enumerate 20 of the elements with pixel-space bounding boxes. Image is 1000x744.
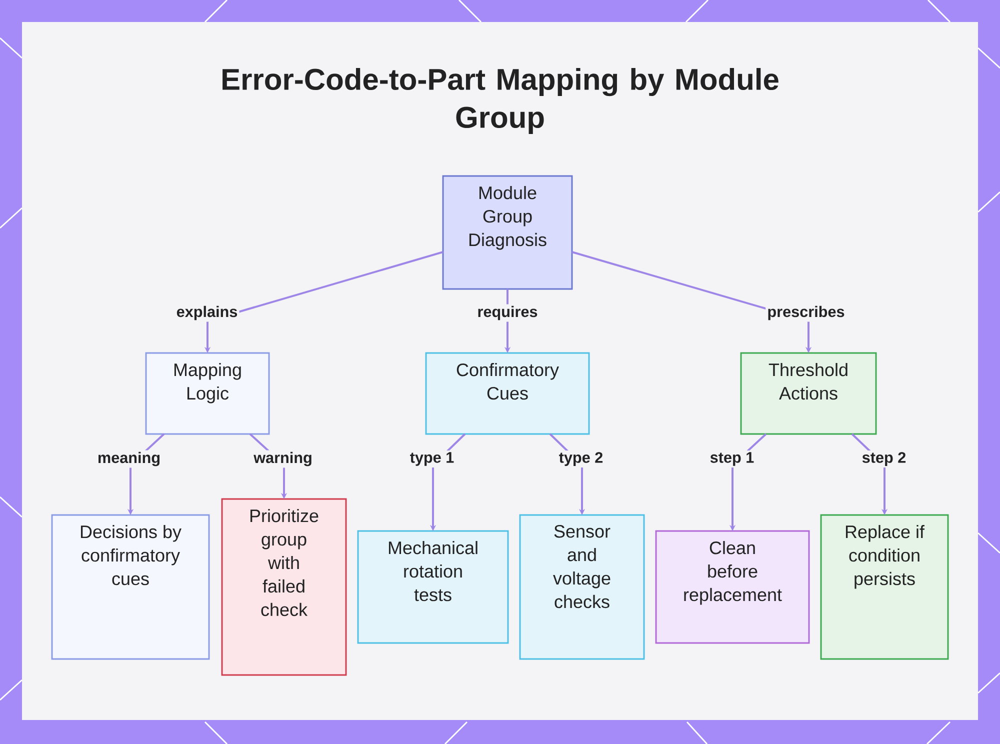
title: Error-Code-to-Part Mapping by Module Group bbox=[222, 68, 778, 134]
edge-label: step 2 bbox=[860, 450, 908, 468]
process-box: Clean before replacement bbox=[655, 530, 810, 644]
process-box: Sensor and voltage checks bbox=[519, 514, 645, 660]
edge-label: meaning bbox=[96, 450, 162, 468]
process-box: Confirmatory Cues bbox=[425, 352, 590, 435]
process-box: Replace if condition persists bbox=[820, 514, 949, 660]
edge-label: explains bbox=[174, 304, 240, 322]
process-box: Prioritize group with failed check bbox=[221, 498, 347, 676]
process-box: Module Group Diagnosis bbox=[442, 175, 573, 290]
edge-label: step 1 bbox=[708, 450, 756, 468]
edge-label: requires bbox=[476, 304, 540, 322]
process-box: Mechanical rotation tests bbox=[357, 530, 509, 644]
process-box: Decisions by confirmatory cues bbox=[51, 514, 210, 660]
process-box: Mapping Logic bbox=[145, 352, 270, 435]
edge-label: type 2 bbox=[557, 450, 605, 468]
edge-label: warning bbox=[252, 450, 314, 468]
process-box: Threshold Actions bbox=[740, 352, 877, 435]
edge-label: prescribes bbox=[766, 304, 846, 322]
edge-label: type 1 bbox=[408, 450, 456, 468]
